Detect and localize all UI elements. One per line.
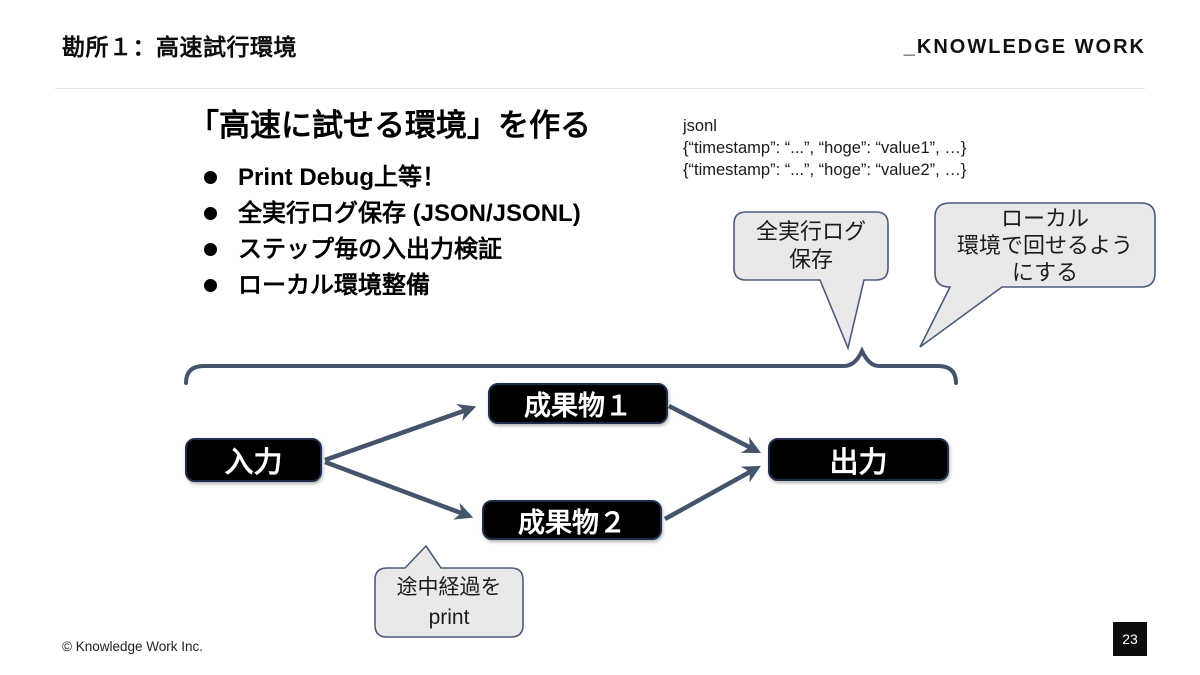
callout-local-bubble [919,202,1156,348]
bullet-item: 全実行ログ保存 (JSON/JSONL) [204,197,684,233]
page-number: 23 [1113,622,1147,656]
callout-log-bubble [733,211,889,351]
main-heading: 「高速に試せる環境」を作る [188,108,591,143]
node-artifact1: 成果物１ [488,383,668,424]
arrow-artifact1-output [667,403,762,454]
callout-print-line: 途中経過を [396,575,502,599]
jsonl-line: jsonl [683,117,717,135]
header-divider [55,88,1145,89]
bullet-dot [204,279,217,292]
callout-local-text: ローカル 環境で回せるよう にする [935,203,1155,287]
bullet-list: Print Debug上等！ 全実行ログ保存 (JSON/JSONL) ステップ… [204,161,684,305]
bullet-text: ローカル環境整備 [238,272,430,299]
slide-title: 勘所１：高速試行環境 [62,34,297,60]
callout-print-text: 途中経過を print [375,568,523,637]
bullet-text: 全実行ログ保存 (JSON/JSONL) [238,200,581,227]
bullet-dot [204,207,217,220]
bullet-dot [204,171,217,184]
knowledge-work-logo: _KNOWLEDGE WORK [903,36,1146,58]
callout-local-line: にする [1011,259,1079,285]
callout-print-bubble [374,544,524,638]
callout-print-line: print [428,605,470,629]
arrow-artifact2-output [663,465,761,521]
bullet-dot [204,243,217,256]
arrow-input-artifact1 [324,404,477,463]
bullet-text: Print Debug上等！ [238,164,446,191]
bullet-item: Print Debug上等！ [204,161,684,197]
bullet-item: ステップ毎の入出力検証 [204,233,684,269]
jsonl-line: {“timestamp”: “...”, “hoge”: “value1”, …… [683,139,967,157]
callout-log-line: 保存 [788,247,833,272]
node-output: 出力 [768,438,949,481]
node-artifact2: 成果物２ [482,500,662,540]
callout-log-text: 全実行ログ 保存 [734,212,888,280]
jsonl-sample: jsonl {“timestamp”: “...”, “hoge”: “valu… [683,115,966,181]
copyright: © Knowledge Work Inc. [62,639,204,654]
bullet-text: ステップ毎の入出力検証 [238,236,502,263]
arrow-input-artifact2 [324,459,474,520]
node-input: 入力 [185,438,322,482]
brace [184,346,958,385]
callout-local-line: 環境で回せるよう [956,232,1133,258]
bullet-item: ローカル環境整備 [204,269,684,305]
callout-local-line: ローカル [1000,205,1089,231]
jsonl-line: {“timestamp”: “...”, “hoge”: “value2”, …… [683,161,967,179]
callout-log-line: 全実行ログ [755,219,866,244]
